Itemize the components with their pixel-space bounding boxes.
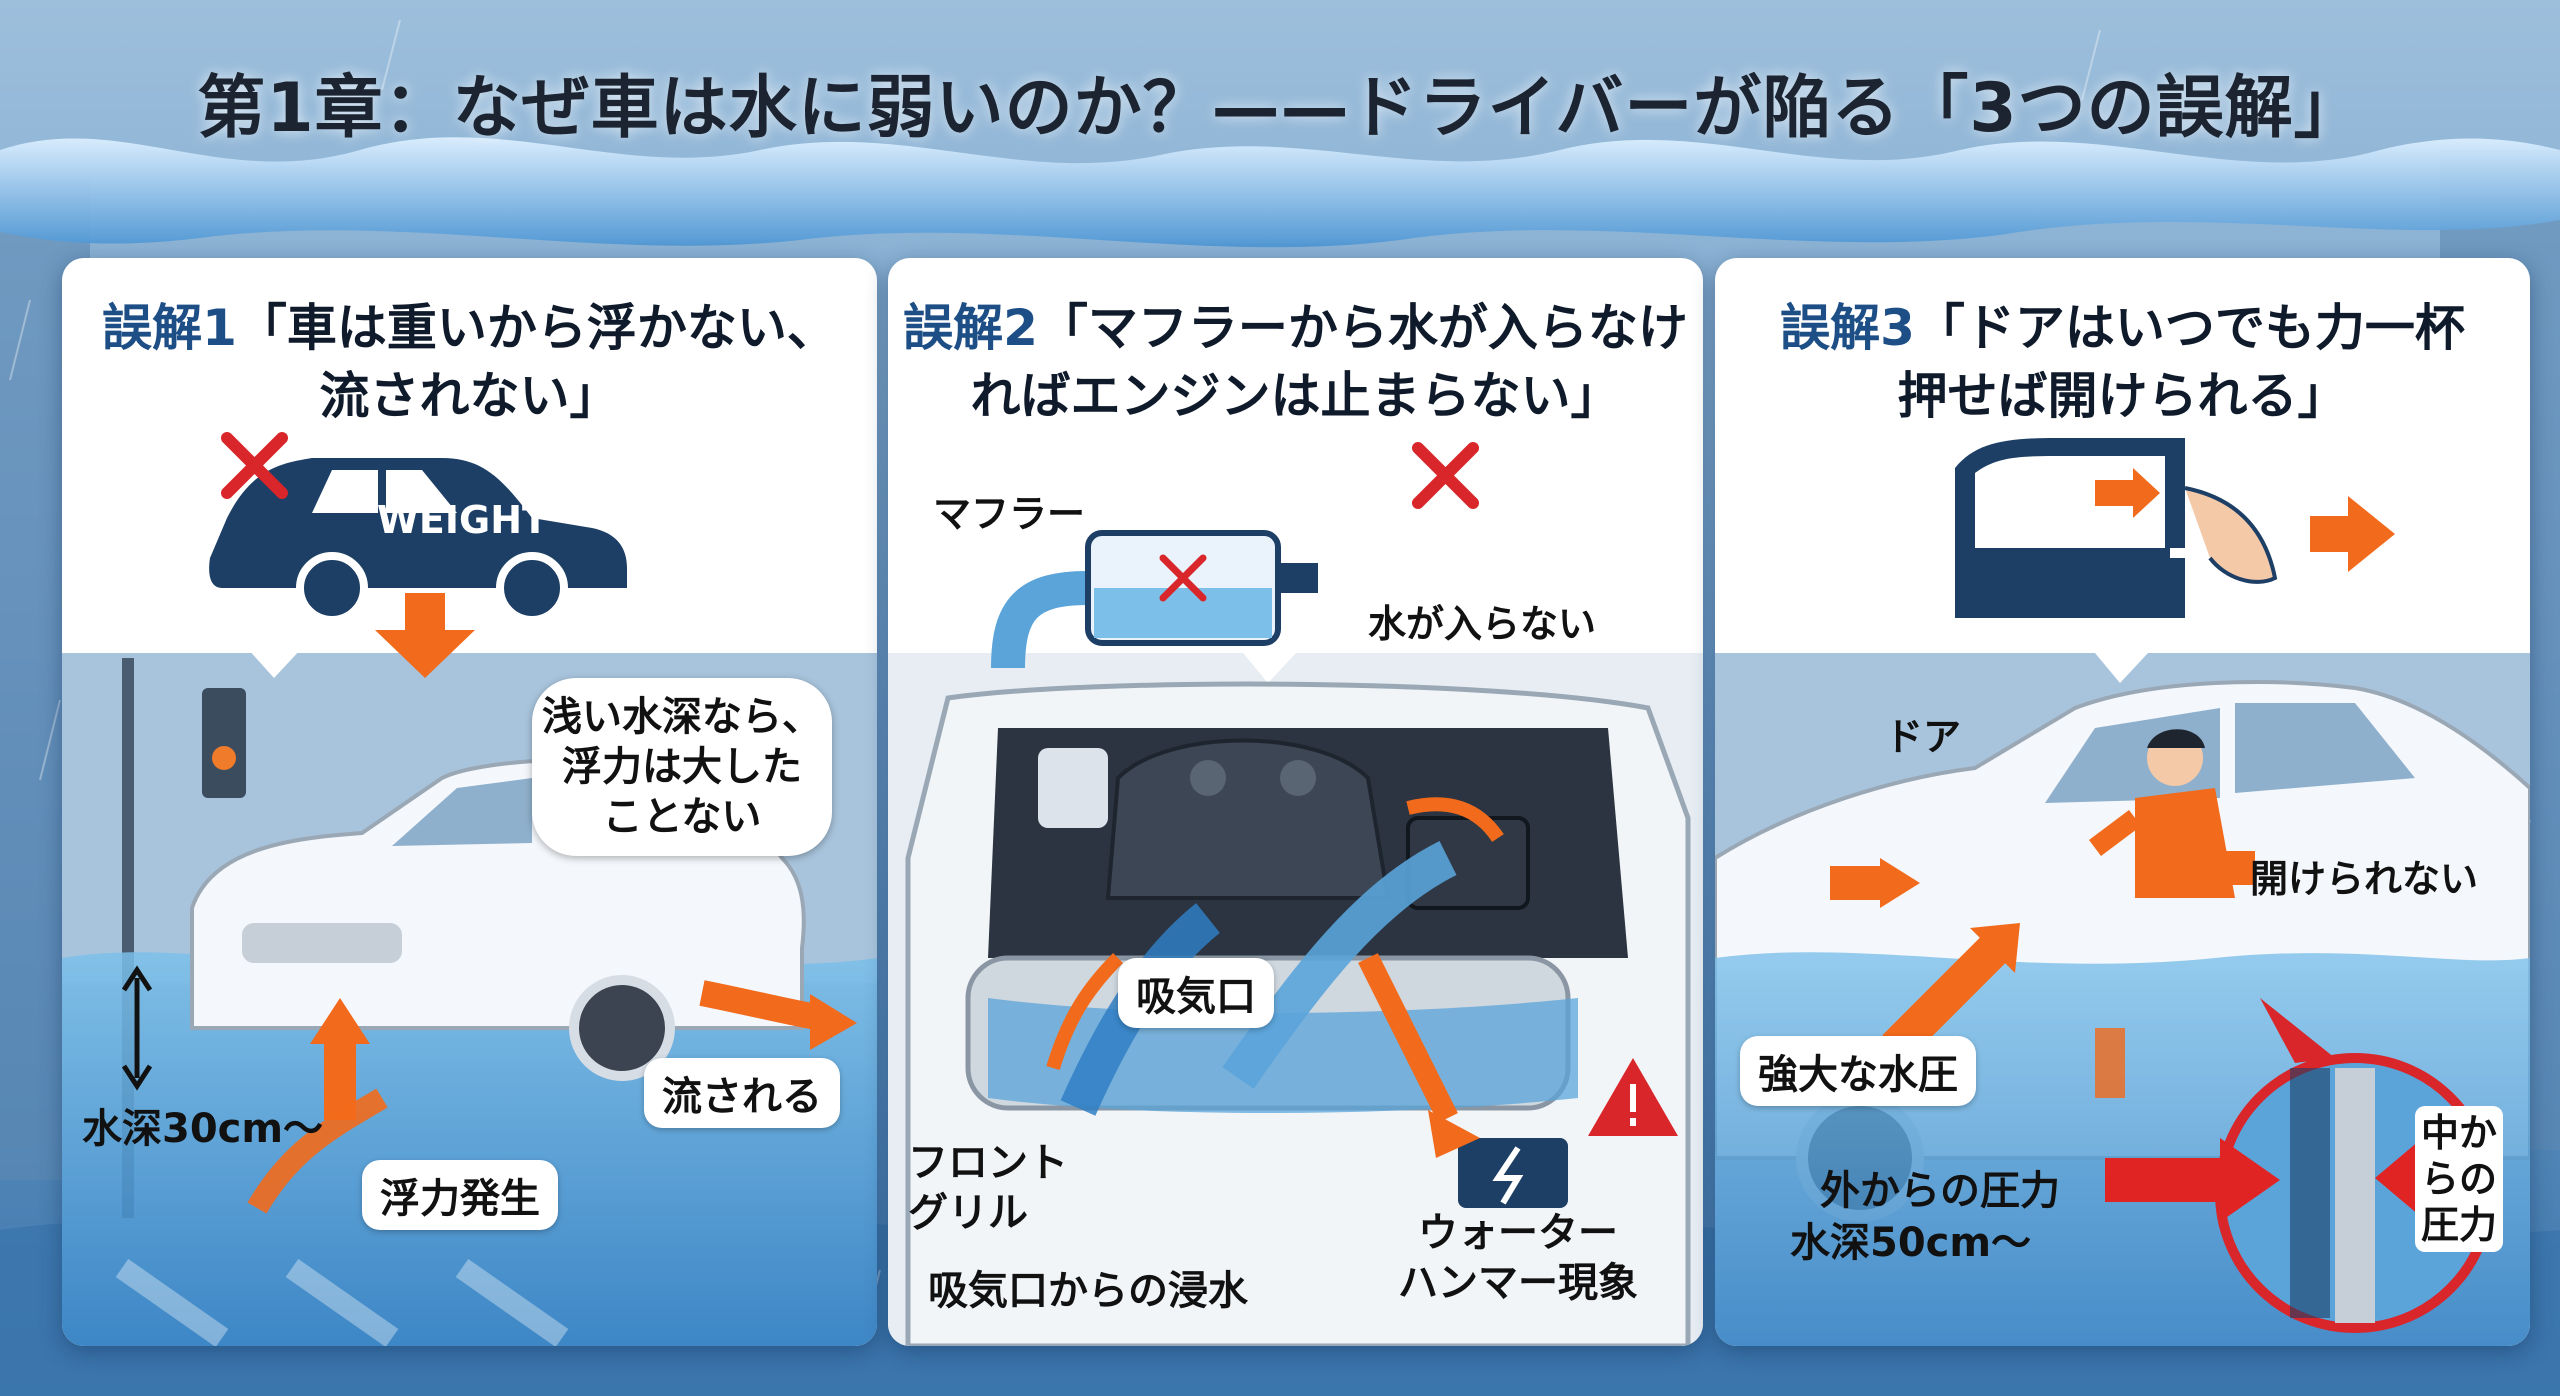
engine-failure-icon <box>1458 1138 1568 1208</box>
heading-line-2: 押せば開けられる」 <box>1897 367 2348 425</box>
inside-line-1: 中か <box>2421 1111 2498 1155</box>
cross-icon <box>221 432 288 499</box>
outside-pressure-label: 外からの圧力 <box>1820 1168 2060 1214</box>
heading-line-2: 流されない」 <box>319 367 620 425</box>
down-arrow-icon <box>375 593 475 678</box>
panel-1-scene <box>62 432 877 1346</box>
bubble-line-1: 浅い水深なら、 <box>542 694 822 740</box>
depth-label: 水深30cm〜 <box>82 1106 324 1152</box>
inside-line-3: 圧力 <box>2421 1203 2498 1247</box>
swept-label: 流される <box>644 1058 840 1128</box>
magnifier-icon <box>2215 998 2495 1333</box>
misconception-number: 誤解3 <box>1780 299 1915 357</box>
heading-line-1: 「車は重いから浮かない、 <box>236 299 837 357</box>
water-pressure-label: 強大な水圧 <box>1740 1036 1976 1106</box>
heading-line-1: 「ドアはいつでも力一杯 <box>1914 299 2465 357</box>
heading-line-1: 「マフラーから水が入らなけ <box>1037 299 1688 357</box>
no-water-label: 水が入らない <box>1368 602 1597 646</box>
grille-line-1: フロント <box>908 1140 1068 1186</box>
buoyancy-arrow-icon <box>247 998 388 1214</box>
heavy-car-icon <box>209 458 627 624</box>
panel-misconception-2: 誤解2「マフラーから水が入らなけ ればエンジンは止まらない」 マフラー 水が入ら… <box>888 258 1703 1346</box>
cannot-open-label: 開けられない <box>2250 857 2479 901</box>
misconception-number: 誤解1 <box>102 299 237 357</box>
inside-line-2: らの <box>2421 1157 2498 1201</box>
page-title: 第1章：なぜ車は水に弱いのか？——ドライバーが陥る「3つの誤解」 <box>197 69 2363 148</box>
panel-1-heading: 誤解1「車は重いから浮かない、 流されない」 <box>62 294 877 430</box>
speech-bubble: 浅い水深なら、 浮力は大した ことない <box>532 678 832 856</box>
hammer-line-2: ハンマー現象 <box>1398 1260 1638 1306</box>
water-flow-arrow-icon <box>1046 797 1504 1116</box>
hammer-line-1: ウォーター <box>1418 1210 1618 1256</box>
water-hammer-label: ウォーター ハンマー現象 <box>1398 1208 1638 1308</box>
depth-label: 水深50cm〜 <box>1790 1220 2032 1266</box>
panel-2-heading: 誤解2「マフラーから水が入らなけ ればエンジンは止まらない」 <box>888 294 1703 430</box>
bubble-line-2: 浮力は大した <box>562 744 802 790</box>
car-door-icon <box>1955 438 2278 618</box>
muffler-icon <box>991 530 1318 669</box>
grille-label: フロント グリル <box>908 1138 1068 1238</box>
panel-misconception-3: 誤解3「ドアはいつでも力一杯 押せば開けられる」 ドア 開けられない 強大な水圧… <box>1715 258 2530 1346</box>
swept-arrow-icon <box>699 980 857 1050</box>
panel-misconception-1: 誤解1「車は重いから浮かない、 流されない」 WEIGHT 浅い水深なら、 浮力… <box>62 258 877 1346</box>
push-arrow-icon <box>2095 468 2395 572</box>
muffler-label: マフラー <box>933 492 1086 536</box>
intake-flooding-label: 吸気口からの浸水 <box>928 1268 1248 1314</box>
door-label: ドア <box>1885 715 1962 759</box>
buoyancy-label: 浮力発生 <box>362 1160 558 1230</box>
heading-line-2: ればエンジンは止まらない」 <box>970 367 1621 425</box>
water-pressure-arrows-icon <box>1830 843 2255 1098</box>
bubble-line-3: ことない <box>602 794 762 840</box>
car-weight-label: WEIGHT <box>377 498 548 542</box>
warning-icon <box>1588 1058 1678 1136</box>
cross-icon <box>1159 442 1479 602</box>
inside-pressure-label: 中か らの 圧力 <box>2415 1106 2504 1252</box>
intake-label: 吸気口 <box>1118 958 1274 1028</box>
grille-line-2: グリル <box>908 1190 1028 1236</box>
depth-marker-icon <box>121 965 153 1091</box>
panel-3-heading: 誤解3「ドアはいつでも力一杯 押せば開けられる」 <box>1715 294 2530 430</box>
misconception-number: 誤解2 <box>903 299 1038 357</box>
